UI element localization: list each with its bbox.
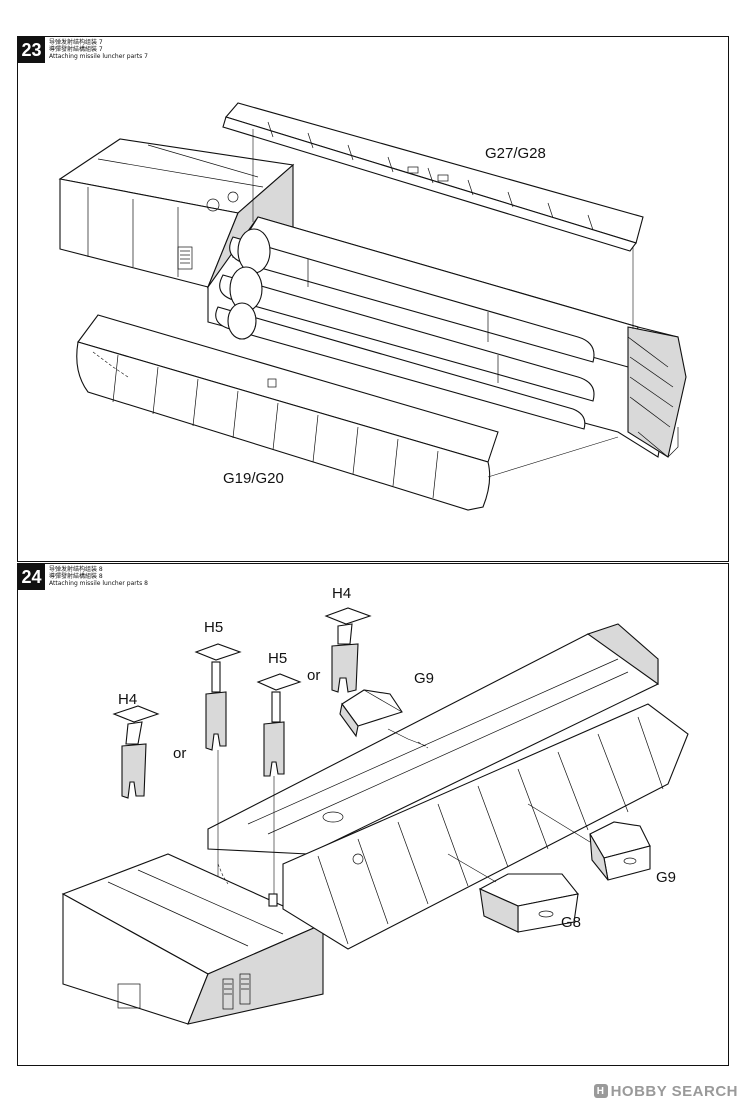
- g8-guide: [447, 853, 497, 883]
- label-or-left: or: [173, 745, 186, 762]
- caption-line-english: Attaching missile luncher parts 7: [49, 53, 148, 60]
- label-or-right: or: [307, 667, 320, 684]
- step-number: 24: [18, 564, 45, 590]
- label-h5-right: H5: [268, 650, 287, 667]
- step-caption: 导弹发射结构组装 7 導彈發射結構組裝 7 Attaching missile …: [49, 39, 148, 60]
- part-h4-left: [112, 705, 160, 799]
- part-h4-right: [324, 607, 372, 693]
- caption-line-simplified: 导弹发射结构组装 7: [49, 39, 103, 46]
- caption-line-traditional: 導彈發射結構組裝 7: [49, 46, 103, 53]
- part-g9-bottom: [589, 821, 651, 881]
- watermark-text: HOBBY SEARCH: [610, 1082, 738, 1100]
- caption-line-english: Attaching missile luncher parts 8: [49, 580, 148, 587]
- top-cover-part: [222, 102, 644, 252]
- h5-mid-dash: [217, 863, 229, 885]
- label-h5-mid: H5: [204, 619, 223, 636]
- step-caption: 导弹发射结构组装 8 導彈發射結構組裝 8 Attaching missile …: [49, 566, 148, 587]
- part-h5-right: [256, 673, 302, 777]
- g9-top-guide: [387, 728, 427, 747]
- label-g19-g20: G19/G20: [223, 470, 284, 487]
- hobby-search-logo-icon: H: [593, 1084, 608, 1098]
- label-g27-g28: G27/G28: [485, 145, 546, 162]
- hobby-search-watermark: H HOBBY SEARCH: [593, 1081, 738, 1101]
- launcher-body: [207, 216, 687, 458]
- step-23-panel: 23 导弹发射结构组装 7 導彈發射結構組裝 7 Attaching missi…: [17, 36, 729, 562]
- step-24-illustration: H4 or H5 H5 or H4: [61, 585, 689, 1025]
- g9-bottom-guide: [527, 803, 591, 843]
- part-g8: [478, 873, 579, 933]
- label-h4-right: H4: [332, 585, 351, 602]
- step-24-panel: 24 导弹发射结构组装 8 導彈發射結構組裝 8 Attaching missi…: [17, 563, 729, 1066]
- rear-cab-box: [58, 138, 295, 289]
- chassis-frame: [61, 623, 689, 1025]
- h5-right-mount: [268, 893, 278, 907]
- label-g9-top: G9: [414, 670, 434, 687]
- missile-tubes: [215, 228, 595, 430]
- g9-top-dash: [417, 741, 429, 749]
- step-23-illustration: G27/G28 G19/G20: [58, 102, 687, 511]
- label-h4-left: H4: [118, 691, 137, 708]
- part-h5-mid: [194, 643, 242, 751]
- step-number: 23: [18, 37, 45, 63]
- side-cover-guide: [487, 436, 619, 478]
- caption-line-traditional: 導彈發射結構組裝 8: [49, 573, 103, 580]
- caption-line-simplified: 导弹发射结构组装 8: [49, 566, 103, 573]
- label-g8: G8: [561, 914, 581, 931]
- label-g9-bottom: G9: [656, 869, 676, 886]
- part-g9-top: [339, 689, 403, 738]
- side-cover-part: [76, 314, 499, 511]
